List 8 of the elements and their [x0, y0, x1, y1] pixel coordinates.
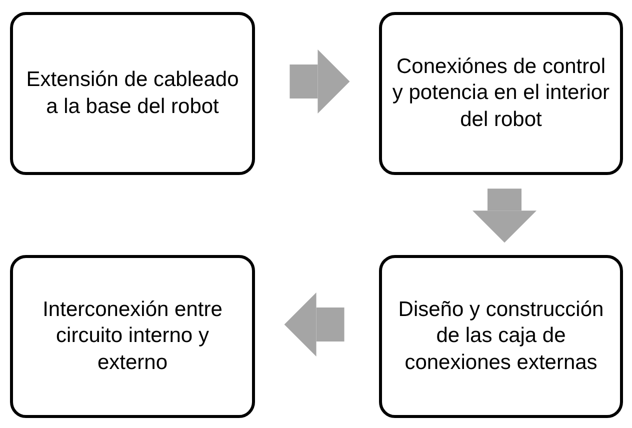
box-text: Conexiónes de control y potencia en el interior del robot [392, 54, 610, 133]
box-text: Extensión de cableado a la base del robot [25, 67, 240, 120]
box-text: Interconexión entre circuito interno y externo [42, 297, 224, 376]
box-text: Diseño y construcción de las caja de conexiones externas [397, 297, 605, 376]
process-box [10, 12, 255, 175]
process-box [379, 12, 623, 175]
process-box [379, 255, 623, 418]
process-box [10, 255, 255, 418]
